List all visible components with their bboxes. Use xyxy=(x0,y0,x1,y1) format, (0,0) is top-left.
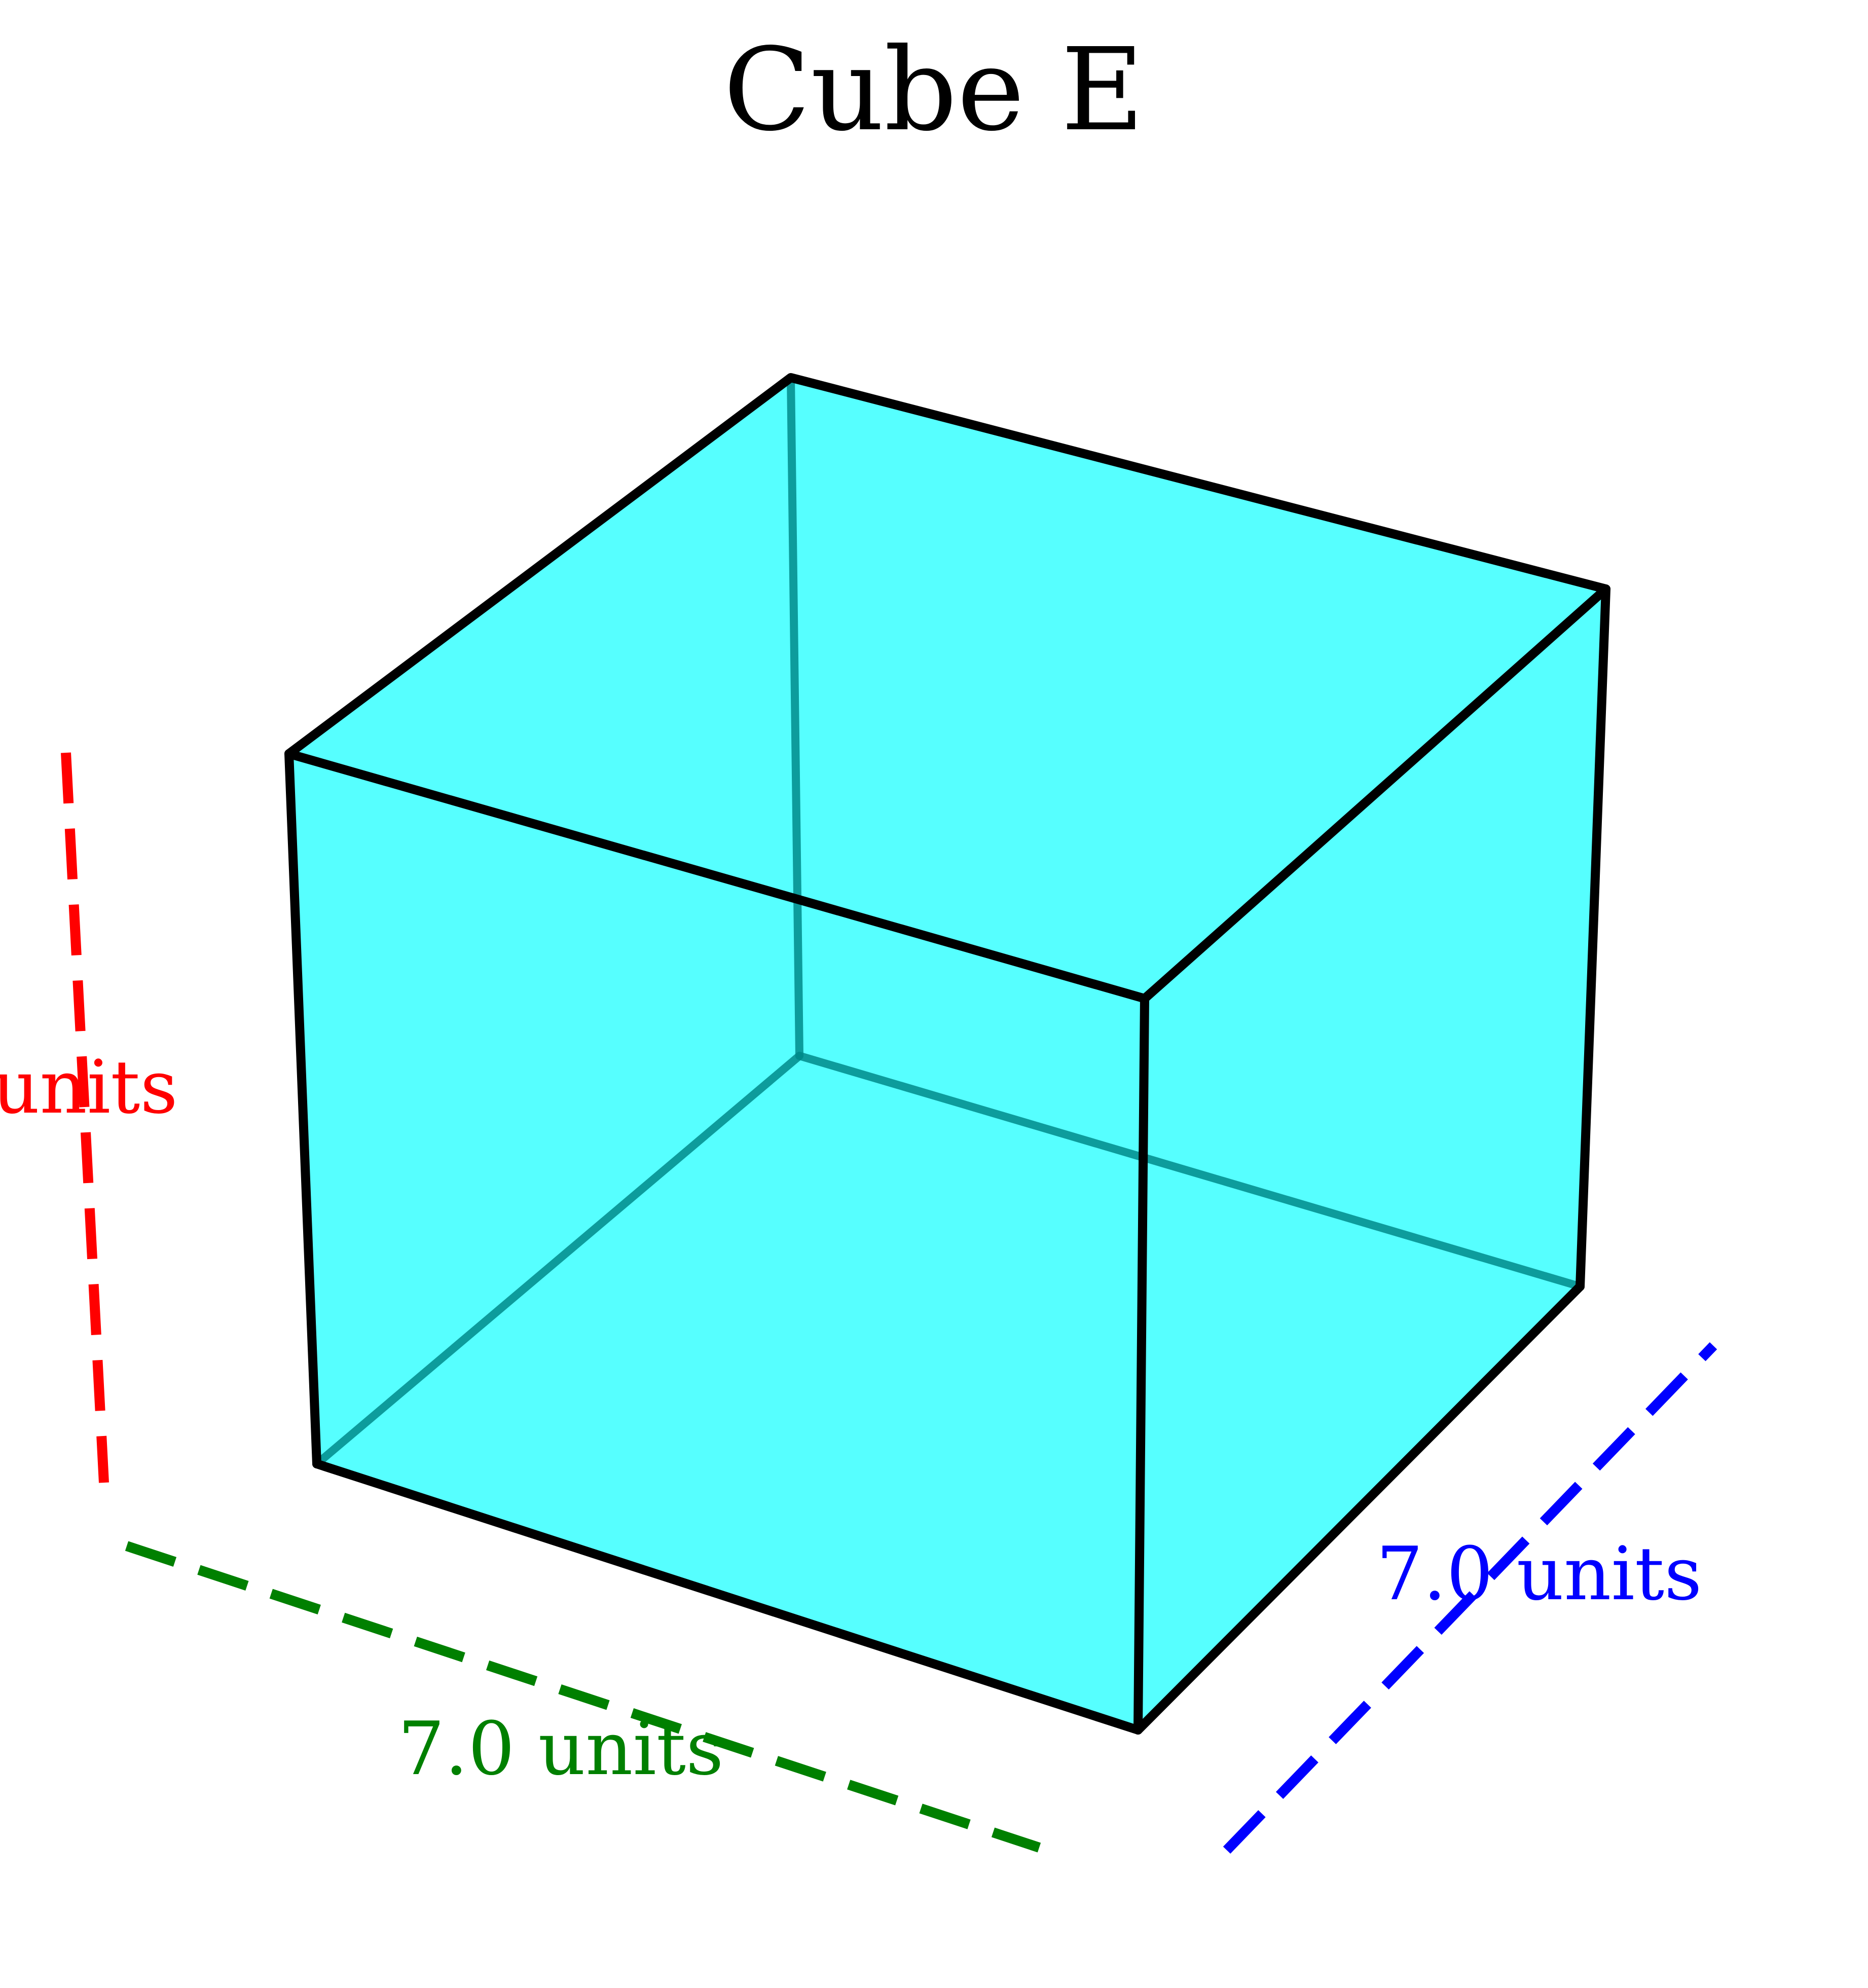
cube-front-right-face xyxy=(1138,589,1606,1730)
edge-front-left-vertical xyxy=(284,749,321,1468)
cube-hidden-edges xyxy=(313,374,1584,1468)
edge-bottom-front-right xyxy=(1133,1282,1585,1735)
height-dimension-line xyxy=(61,752,109,1483)
cube-back-right-face xyxy=(791,378,1606,1286)
hidden-edge-left xyxy=(313,1052,803,1468)
edge-right-vertical xyxy=(1576,584,1610,1291)
hidden-edge-right xyxy=(795,1052,1584,1291)
cube-back-left-face xyxy=(289,378,799,1464)
width-dimension-line xyxy=(125,1541,1041,1853)
height-dimension-label: units xyxy=(0,1045,178,1130)
depth-dimension-label: 7.0 units xyxy=(1376,1531,1702,1617)
cube-front-left-face xyxy=(289,754,1145,1730)
width-dimension-label: 7.0 units xyxy=(398,1706,724,1792)
edge-bottom-front-left xyxy=(312,1459,1143,1735)
hidden-edge-vertical xyxy=(787,374,803,1060)
figure-title: Cube E xyxy=(723,24,1144,157)
edge-front-vertical xyxy=(1133,994,1149,1735)
depth-dimension-line xyxy=(1223,1342,1717,1854)
cube-visible-edges xyxy=(284,373,1610,1735)
